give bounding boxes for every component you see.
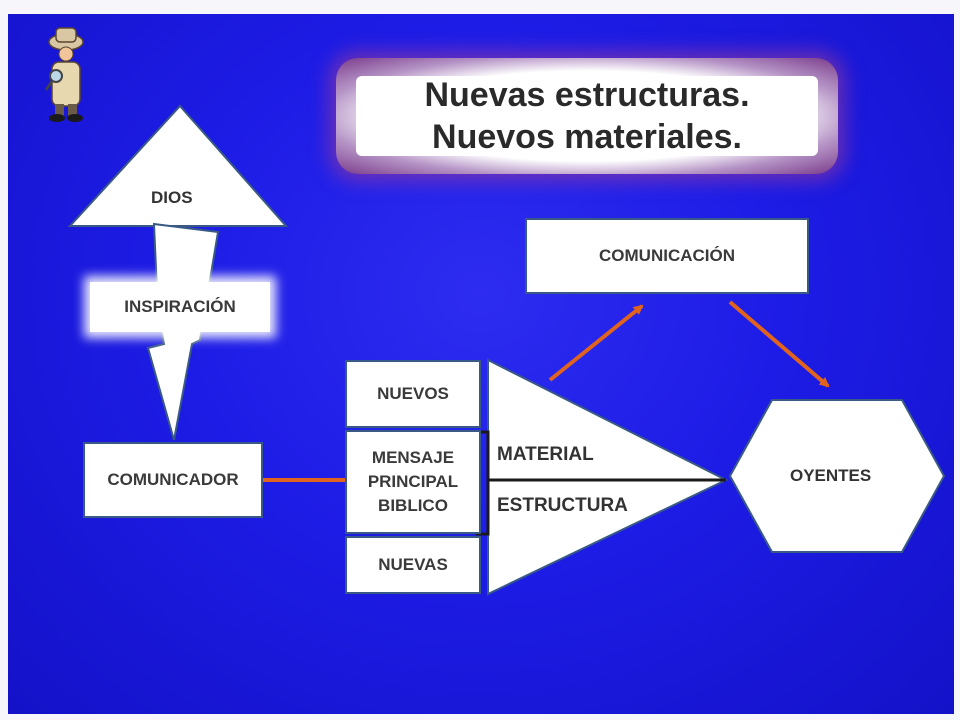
arrow-to-comunicacion <box>548 304 644 382</box>
comunicador-box: COMUNICADOR <box>83 442 263 518</box>
nuevas-box: NUEVAS <box>345 536 481 594</box>
title-line-2: Nuevos materiales. <box>432 118 742 156</box>
nuevos-label: NUEVOS <box>377 384 449 404</box>
comunicacion-label: COMUNICACIÓN <box>599 246 735 266</box>
detective-mascot-icon <box>44 27 84 122</box>
page-title: Nuevas estructuras. Nuevos materiales. <box>356 76 818 156</box>
nuevas-label: NUEVAS <box>378 555 448 575</box>
message-bracket <box>476 430 490 536</box>
nuevos-box: NUEVOS <box>345 360 481 428</box>
dios-label: DIOS <box>151 188 193 207</box>
estructura-label: ESTRUCTURA <box>497 495 628 516</box>
comunicador-label: COMUNICADOR <box>107 470 239 490</box>
funnel-triangle <box>487 358 729 596</box>
slide-canvas: Nuevas estructuras. Nuevos materiales. D… <box>8 14 954 714</box>
inspiracion-label: INSPIRACIÓN <box>124 297 236 316</box>
oyentes-hexagon <box>728 399 946 553</box>
inspiracion-box: INSPIRACIÓN <box>90 282 270 332</box>
mensaje-box: MENSAJE PRINCIPAL BIBLICO <box>345 430 481 534</box>
comunicacion-box: COMUNICACIÓN <box>525 218 809 294</box>
dios-triangle <box>67 104 289 227</box>
oyentes-label: OYENTES <box>790 466 872 485</box>
arrow-to-oyentes <box>728 300 830 388</box>
mensaje-line-2: PRINCIPAL <box>367 472 459 492</box>
inspiration-bolt-icon <box>146 222 220 441</box>
mensaje-line-1: MENSAJE <box>371 448 455 468</box>
material-label: MATERIAL <box>497 444 594 465</box>
title-line-1: Nuevas estructuras. <box>424 75 750 114</box>
mensaje-line-3: BIBLICO <box>378 495 448 515</box>
diagram-shapes <box>44 27 946 596</box>
